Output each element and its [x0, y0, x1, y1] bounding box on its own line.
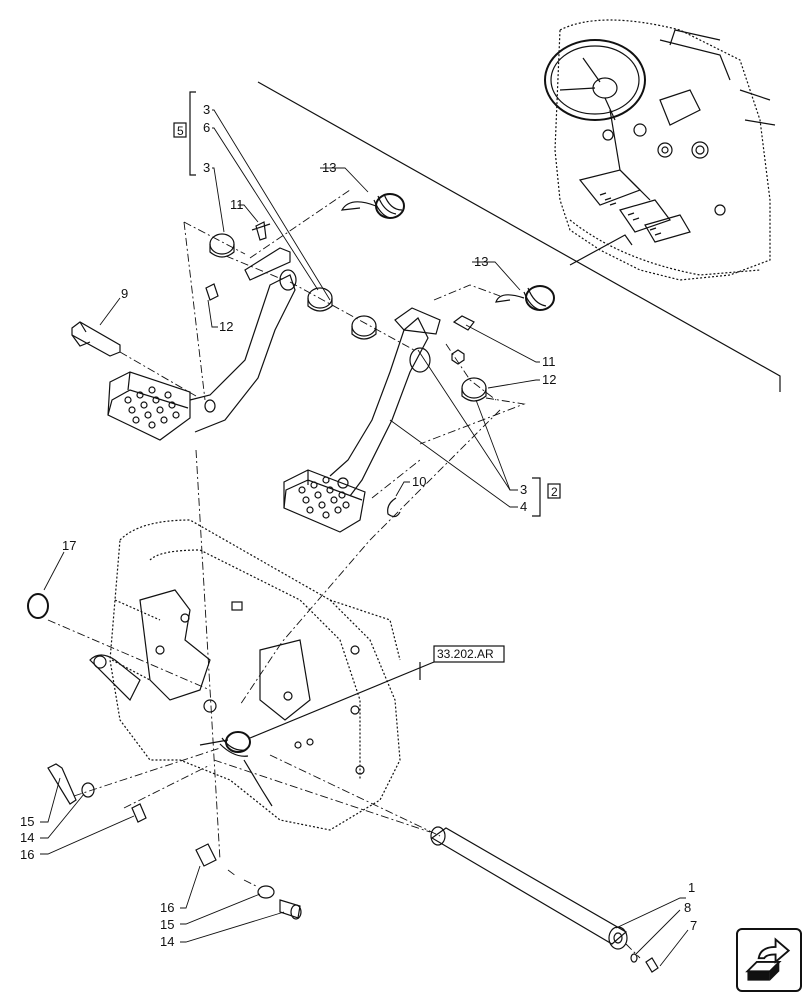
pedal-pad-holes [298, 476, 350, 519]
reference-link-33-202-ar[interactable]: 33.202.AR [437, 647, 494, 661]
callout-11-right: 11 [542, 354, 556, 369]
callout-14-bottom: 14 [160, 934, 174, 949]
callout-7: 7 [690, 918, 697, 933]
callout-13-right: 13 [474, 254, 488, 269]
transmission-housing [109, 519, 401, 831]
callout-9: 9 [121, 286, 128, 301]
callout-3-top: 3 [203, 102, 210, 117]
callout-4: 4 [520, 499, 527, 514]
group-callout-2: 2 [551, 485, 558, 499]
callout-3-left-bushing: 3 [203, 160, 210, 175]
callout-6: 6 [203, 120, 210, 135]
callout-15-left: 15 [20, 814, 34, 829]
right-pedal [283, 307, 441, 533]
return-spring [340, 193, 405, 219]
pedal-pad-holes [124, 386, 180, 429]
callout-13-left: 13 [322, 160, 336, 175]
callout-14-left: 14 [20, 830, 34, 845]
pivot-pin [71, 321, 121, 357]
callout-15-bottom: 15 [160, 917, 174, 932]
callout-16-bottom: 16 [160, 900, 174, 915]
callout-11-left: 11 [230, 197, 244, 212]
callout-1: 1 [688, 880, 695, 895]
callout-12-left: 12 [219, 319, 233, 334]
brake-linkage [89, 589, 365, 775]
callout-3-right: 3 [520, 482, 527, 497]
next-page-button[interactable] [736, 928, 802, 992]
callout-16-left: 16 [20, 847, 34, 862]
callout-8: 8 [684, 900, 691, 915]
cab-inset-illustration [544, 19, 776, 281]
next-page-arrow-icon [745, 937, 791, 981]
callout-10: 10 [412, 474, 426, 489]
callout-17: 17 [62, 538, 76, 553]
group-callout-5: 5 [177, 124, 184, 138]
left-pedal [107, 247, 297, 441]
callout-12-right: 12 [542, 372, 556, 387]
cross-shaft [430, 826, 628, 950]
